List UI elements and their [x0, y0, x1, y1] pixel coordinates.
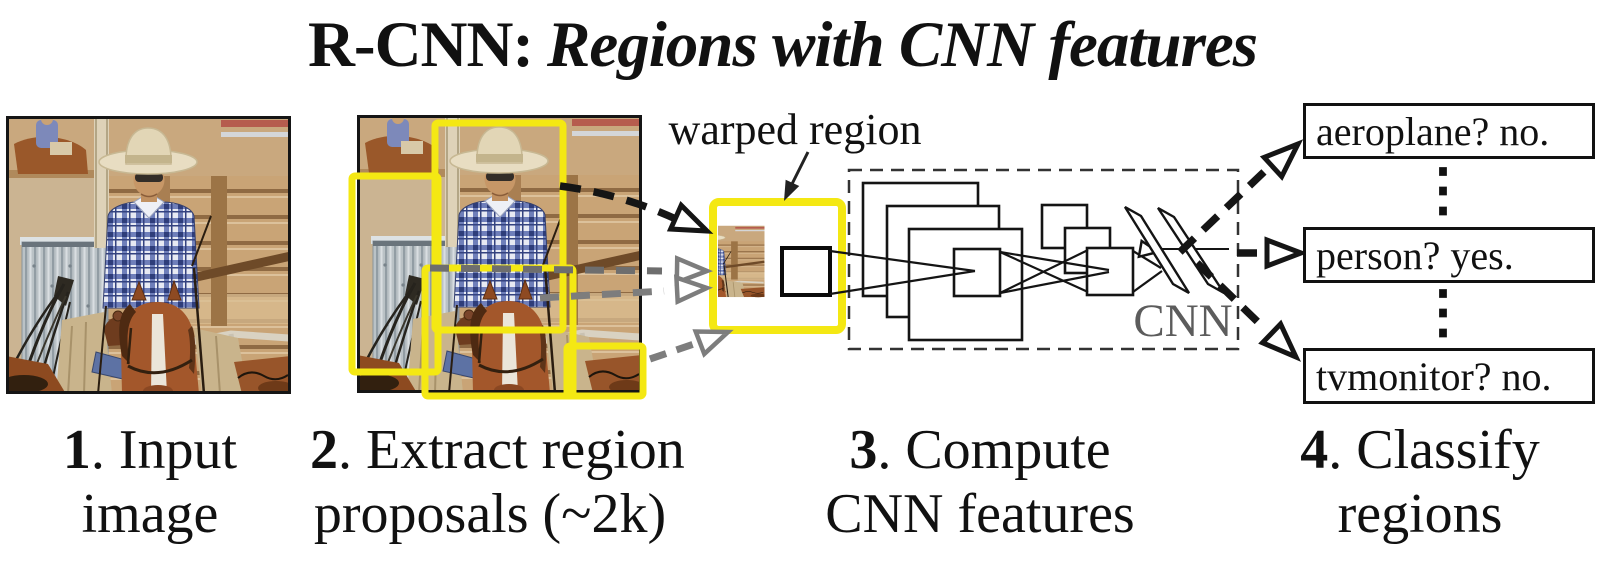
classification-label: person? yes.	[1316, 232, 1514, 278]
ellipsis-dots: ⋮	[1414, 279, 1472, 344]
step-label-2: 2. Extract region proposals (~2k)	[310, 419, 685, 545]
photo-frame	[357, 115, 642, 393]
classification-label: aeroplane? no.	[1316, 108, 1550, 154]
classification-box-person: person? yes.	[1303, 227, 1595, 283]
classification-box-tvmonitor: tvmonitor? no.	[1303, 348, 1595, 404]
classification-box-aeroplane: aeroplane? no.	[1303, 103, 1595, 159]
classification-label: tvmonitor? no.	[1316, 353, 1552, 399]
fc-layers	[1123, 205, 1226, 295]
conv-feature-maps	[861, 181, 1135, 342]
class-arrow-aeroplane	[1177, 139, 1304, 255]
input-image-panel	[6, 116, 291, 394]
photo-frame	[6, 116, 291, 394]
step-label-3: 3. Compute CNN features	[825, 419, 1135, 545]
connection-lines	[829, 248, 1229, 296]
step-label-1: 1. Input image	[62, 419, 238, 545]
class-arrow-person	[1237, 236, 1309, 270]
cnn-label: CNN	[1133, 295, 1233, 347]
warped-region-label: warped region	[668, 105, 922, 154]
small-arrowhead-icon	[1137, 238, 1162, 259]
figure-title: R-CNN:Regions with CNN features	[0, 8, 1565, 83]
ellipsis-dots: ⋮	[1414, 157, 1472, 222]
region-proposal-box-person	[431, 119, 567, 334]
region-proposal-box-small	[563, 342, 647, 400]
step-label-4: 4. Classify regions	[1300, 419, 1540, 545]
region-proposals-panel	[348, 115, 647, 400]
warped-region-pointer-arrow	[784, 151, 810, 201]
warped-region-image	[709, 198, 846, 334]
title-emphasis: Regions with CNN features	[547, 9, 1258, 81]
title-prefix: R-CNN:	[307, 9, 534, 81]
